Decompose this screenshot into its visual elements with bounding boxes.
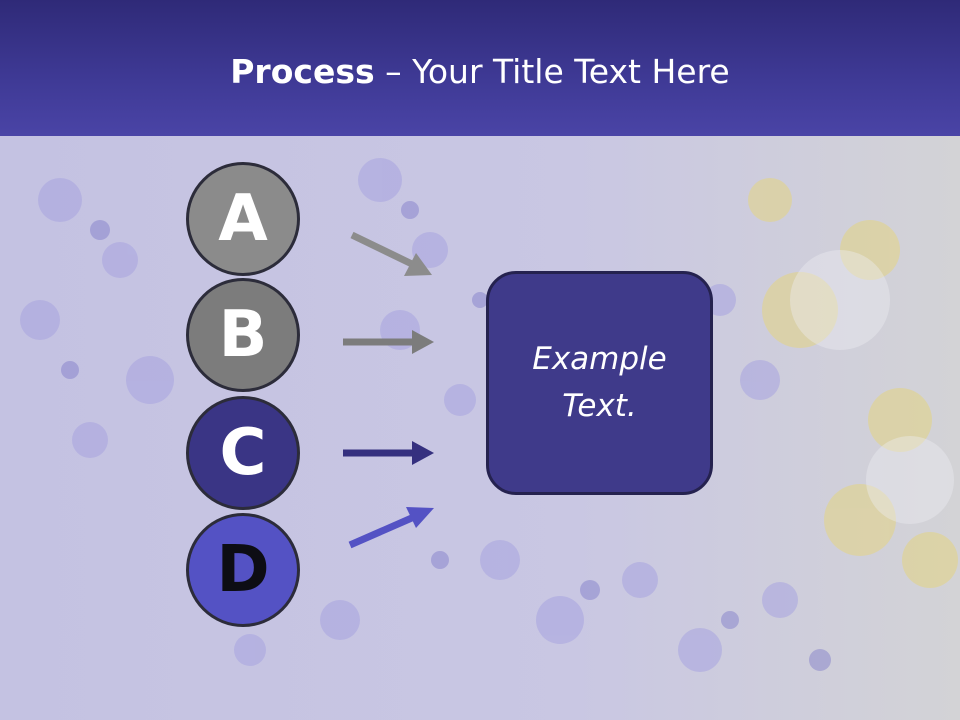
title-bold: Process [230, 52, 375, 91]
slide-title: Process – Your Title Text Here [0, 52, 960, 91]
arrow-c [343, 441, 434, 465]
step-a-circle: A [186, 162, 300, 276]
result-text: Example Text. [532, 341, 667, 424]
step-d-circle: D [186, 513, 300, 627]
arrow-a [350, 231, 432, 276]
step-b-circle: B [186, 278, 300, 392]
title-bar: Process – Your Title Text Here [0, 0, 960, 136]
result-box: Example Text. [486, 271, 713, 495]
arrow-d [348, 507, 434, 549]
title-rest: – Your Title Text Here [374, 52, 730, 91]
step-c-circle: C [186, 396, 300, 510]
arrow-b [343, 330, 434, 354]
